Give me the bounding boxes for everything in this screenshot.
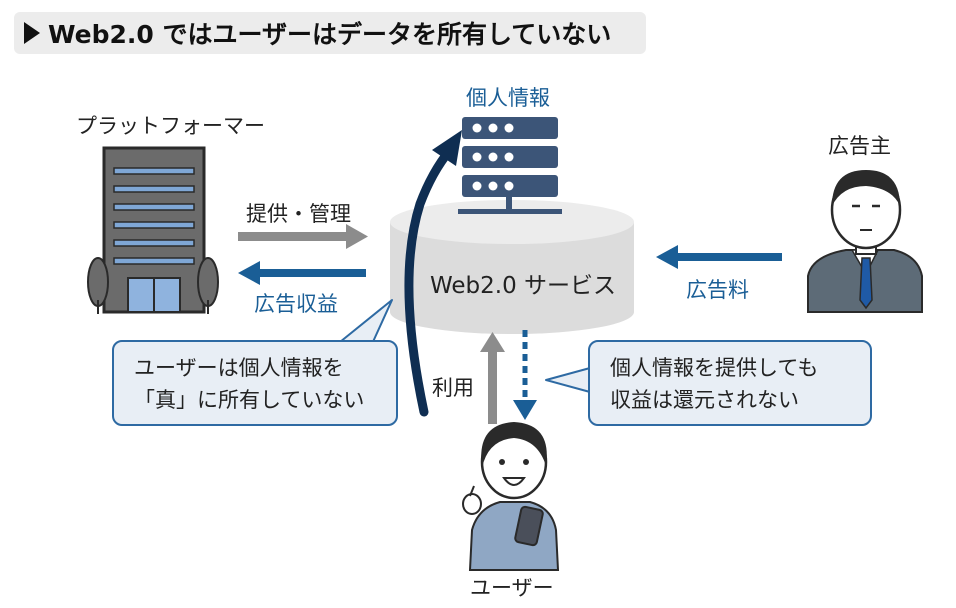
server-icon — [458, 117, 562, 214]
left-callout-line-1: ユーザーは個人情報を — [134, 356, 344, 380]
left-callout: ユーザーは個人情報を 「真」に所有していない — [112, 340, 398, 426]
data-flow-curved-arrow — [404, 130, 462, 417]
ad-revenue-arrow — [238, 261, 366, 285]
ad-revenue-label: 広告収益 — [254, 292, 338, 316]
user-icon — [462, 422, 560, 571]
service-cylinder — [390, 200, 634, 334]
right-callout: 個人情報を提供しても 収益は還元されない — [588, 340, 872, 426]
title-bar — [14, 12, 646, 54]
right-callout-line-2: 収益は還元されない — [610, 388, 799, 412]
provide-arrow — [238, 224, 368, 249]
right-callout-tail — [545, 367, 591, 393]
advertiser-icon — [807, 170, 923, 313]
no-return-arrow — [513, 330, 537, 420]
platformer-label: プラットフォーマー — [76, 114, 265, 138]
left-callout-tail — [339, 299, 393, 345]
left-callout-line-2: 「真」に所有していない — [134, 388, 365, 412]
provide-manage-label: 提供・管理 — [246, 202, 351, 226]
user-label: ユーザー — [470, 576, 554, 600]
ad-fee-arrow — [656, 245, 782, 269]
use-arrow — [480, 332, 505, 424]
use-label: 利用 — [432, 376, 474, 400]
building-icon — [87, 146, 219, 314]
play-triangle-icon — [24, 22, 40, 44]
personal-info-label: 個人情報 — [466, 86, 550, 110]
service-label: Web2.0 サービス — [430, 273, 617, 299]
ad-fee-label: 広告料 — [686, 278, 749, 302]
advertiser-label: 広告主 — [828, 134, 891, 158]
page-title: Web2.0 ではユーザーはデータを所有していない — [48, 20, 612, 49]
right-callout-line-1: 個人情報を提供しても — [610, 356, 819, 380]
